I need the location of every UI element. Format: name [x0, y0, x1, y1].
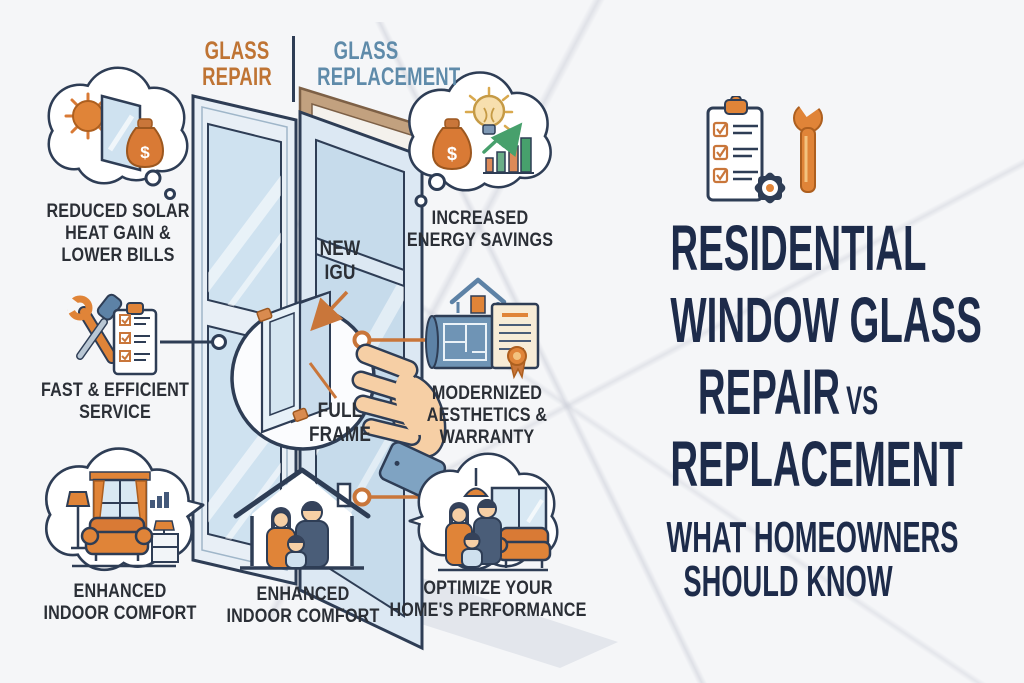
comfort-center-line1: ENHANCED [256, 584, 350, 605]
connector-fast-service [160, 334, 227, 350]
modernized-line3: WARRANTY [439, 427, 535, 449]
family-living-room-icon [438, 468, 552, 572]
checklist-rows [712, 121, 758, 184]
family-in-house-icon [233, 467, 371, 570]
benefit-comfort-left: ENHANCED INDOOR COMFORT [35, 581, 205, 625]
new-igu-callout: NEW IGU [301, 237, 380, 284]
moneybag-lightbulb-growth-chart-icon: $ [431, 86, 534, 174]
energy-savings-line1: INCREASED [431, 208, 529, 229]
new-igu-arrow [310, 290, 349, 332]
title-repair: REPAIR [697, 356, 841, 428]
comfort-left-line2: INDOOR COMFORT [43, 603, 197, 625]
wrench-screwdriver-checklist-icon [66, 293, 158, 376]
benefit-fast-service: FAST & EFFICIENT SERVICE [30, 380, 200, 424]
benefit-comfort-center: ENHANCED INDOOR COMFORT [218, 584, 388, 628]
new-igu-line2: IGU [324, 260, 356, 284]
reduced-solar-line1: REDUCED SOLAR [46, 201, 190, 222]
title-vs: VS [846, 379, 879, 423]
title-line-2: WINDOW GLASS [670, 284, 982, 356]
thought-bubble-energy [411, 74, 550, 208]
glass-repair-header: GLASS REPAIR [197, 38, 277, 90]
blueprint-certificate-house-icon [425, 277, 540, 380]
full-frame-line [308, 362, 338, 399]
comfort-center-line2: INDOOR COMFORT [226, 606, 380, 628]
thought-bubble-optimize [408, 455, 556, 568]
glass-repair-line2: REPAIR [202, 63, 272, 91]
comfort-left-line1: ENHANCED [73, 581, 167, 602]
full-frame-line2: FRAME [308, 422, 372, 446]
glass-replacement-header: GLASS REPLACEMENT [317, 37, 461, 91]
glass-replacement-line1: GLASS [333, 37, 399, 65]
thought-bubble-comfort [48, 450, 205, 569]
benefit-modernized: MODERNIZED AESTHETICS & WARRANTY [402, 383, 572, 449]
subtitle-line-1: WHAT HOMEOWNERS [666, 513, 959, 562]
reduced-solar-line2: HEAT GAIN & [65, 223, 171, 245]
modernized-line1: MODERNIZED [431, 383, 543, 404]
thought-bubble-solar [50, 69, 186, 200]
energy-savings-line2: ENERGY SAVINGS [406, 230, 554, 252]
benefit-optimize: OPTIMIZE YOUR HOME'S PERFORMANCE [386, 578, 590, 622]
header-divider [292, 36, 295, 102]
benefit-reduced-solar: REDUCED SOLAR HEAT GAIN & LOWER BILLS [33, 201, 203, 267]
window-illustration: $ [0, 0, 618, 668]
fast-service-line1: FAST & EFFICIENT [40, 380, 190, 401]
wrench-icon [793, 96, 823, 193]
new-igu-line1: NEW [319, 237, 361, 260]
title-line-4: REPLACEMENT [670, 428, 963, 500]
glass-replacement-line2: REPLACEMENT [317, 63, 461, 91]
checklist-wrench-gear-icon [706, 96, 823, 204]
modernized-line2: AESTHETICS & [426, 405, 548, 427]
benefit-energy-savings: INCREASED ENERGY SAVINGS [395, 208, 565, 252]
glass-repair-line1: GLASS [204, 37, 270, 65]
full-frame-callout: FULL FRAME [301, 399, 380, 446]
hand-holding-window-frame [351, 343, 447, 500]
gear-icon [754, 172, 786, 204]
optimize-line1: OPTIMIZE YOUR [423, 578, 553, 599]
living-room-icon [65, 471, 179, 568]
reduced-solar-line3: LOWER BILLS [61, 245, 175, 267]
dollar-sign: $ [447, 144, 457, 164]
subtitle-line-2: SHOULD KNOW [683, 557, 893, 606]
full-frame-line1: FULL [317, 399, 363, 422]
sun-window-moneybag-icon: $ [64, 92, 165, 172]
dollar-sign: $ [140, 143, 150, 162]
title-line-1: RESIDENTIAL [670, 212, 927, 284]
fast-service-line2: SERVICE [79, 402, 151, 424]
family-figures [266, 501, 329, 569]
optimize-line2: HOME'S PERFORMANCE [389, 600, 587, 622]
